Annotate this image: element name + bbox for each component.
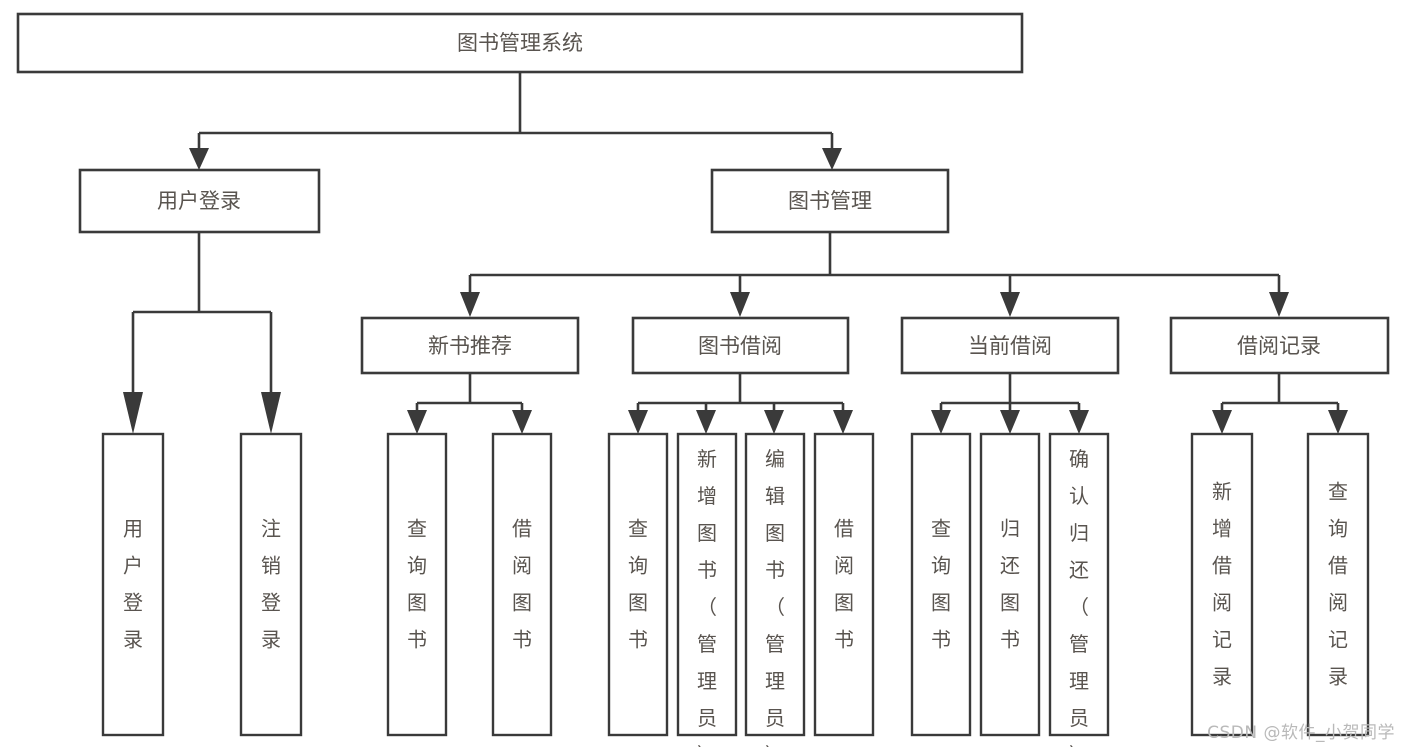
node-user-login[interactable]: 用户登录 [78,168,321,234]
node-book-management[interactable]: 图书管理 [710,168,950,234]
node-new-book-recommend-box [360,316,580,375]
node-leaf-borrow-book-2-label: 借阅图书 [834,516,854,651]
node-leaf-user-login[interactable]: 用户登录 [101,432,165,737]
node-leaf-edit-book-label: 编辑图书（管理员） [765,447,785,747]
node-leaf-query-record-box [1306,432,1370,737]
node-leaf-add-book[interactable]: 新增图书（管理员） [676,432,738,747]
node-leaf-borrow-book-1-box [491,432,553,737]
arrow-head-icon [833,410,853,434]
node-new-book-recommend-label: 新书推荐 [428,334,512,358]
node-leaf-add-book-box [676,432,738,737]
node-leaf-query-book-2-label: 查询图书 [628,516,648,651]
connector-group-bookborrow-to-leaves [628,373,853,434]
arrow-head-icon [123,392,143,434]
node-leaf-query-book-2[interactable]: 查询图书 [607,432,669,737]
node-leaf-add-record-box [1190,432,1254,737]
node-current-borrow[interactable]: 当前借阅 [900,316,1120,375]
node-leaf-return-book[interactable]: 归还图书 [979,432,1041,737]
connector-group-root-to-level1 [189,72,842,170]
connector-group-newbook-to-leaves [407,373,532,434]
node-new-book-recommend[interactable]: 新书推荐 [360,316,580,375]
arrow-head-icon [764,410,784,434]
node-root-box [16,12,1024,74]
arrow-head-icon [1269,292,1289,317]
node-root-system[interactable]: 图书管理系统 [16,12,1024,74]
node-borrow-record-label: 借阅记录 [1237,334,1321,358]
node-leaf-borrow-book-2[interactable]: 借阅图书 [813,432,875,737]
connector-group-bookmgmt-to-level2 [460,232,1289,317]
node-leaf-query-book-1[interactable]: 查询图书 [386,432,448,737]
node-leaf-confirm-return-box [1048,432,1110,737]
node-leaf-query-book-3-label: 查询图书 [931,516,951,651]
arrow-head-icon [261,392,281,434]
arrow-head-icon [460,292,480,317]
arrow-head-icon [628,410,648,434]
node-leaf-query-book-1-box [386,432,448,737]
node-leaf-logout-login-label: 注销登录 [261,516,281,651]
node-borrow-record-box [1169,316,1390,375]
node-leaf-user-login-label: 用户登录 [123,516,143,651]
node-leaf-confirm-return-label: 确认归还（管理员） [1069,447,1089,747]
node-book-borrow[interactable]: 图书借阅 [631,316,850,375]
node-book-borrow-label: 图书借阅 [698,334,782,358]
arrow-head-icon [512,410,532,434]
node-root-label: 图书管理系统 [457,31,583,55]
arrow-head-icon [931,410,951,434]
node-leaf-add-record[interactable]: 新增借阅记录 [1190,432,1254,737]
node-leaf-query-book-2-box [607,432,669,737]
node-borrow-record[interactable]: 借阅记录 [1169,316,1390,375]
node-current-borrow-box [900,316,1120,375]
node-leaf-query-book-3[interactable]: 查询图书 [910,432,972,737]
node-leaf-user-login-box [101,432,165,737]
arrow-head-icon [1000,292,1020,317]
arrow-head-icon [696,410,716,434]
node-leaf-borrow-book-2-box [813,432,875,737]
connector-group-currentborrow-to-leaves [931,373,1089,434]
arrow-head-icon [1212,410,1232,434]
node-current-borrow-label: 当前借阅 [968,334,1052,358]
node-user-login-label: 用户登录 [157,189,241,213]
node-leaf-query-record-label: 查询借阅记录 [1328,479,1348,688]
node-leaf-add-book-label: 新增图书（管理员） [697,447,717,747]
arrow-head-icon [1000,410,1020,434]
arrow-head-icon [407,410,427,434]
node-leaf-add-record-label: 新增借阅记录 [1212,479,1232,688]
arrow-head-icon [730,292,750,317]
arrow-head-icon [189,148,209,170]
node-leaf-return-book-box [979,432,1041,737]
node-book-management-box [710,168,950,234]
arrow-head-icon [1328,410,1348,434]
arrow-head-icon [1069,410,1089,434]
node-book-management-label: 图书管理 [788,189,872,213]
node-leaf-query-book-3-box [910,432,972,737]
node-leaf-confirm-return[interactable]: 确认归还（管理员） [1048,432,1110,747]
node-leaf-edit-book[interactable]: 编辑图书（管理员） [744,432,806,747]
node-leaf-query-record[interactable]: 查询借阅记录 [1306,432,1370,737]
arrow-head-icon [822,148,842,170]
connector-group-borrowrecord-to-leaves [1212,373,1348,434]
node-leaf-logout-login-box [239,432,303,737]
node-leaf-return-book-label: 归还图书 [1000,516,1020,651]
node-leaf-edit-book-box [744,432,806,737]
node-book-borrow-box [631,316,850,375]
node-leaf-borrow-book-1[interactable]: 借阅图书 [491,432,553,737]
node-user-login-box [78,168,321,234]
node-leaf-logout-login[interactable]: 注销登录 [239,432,303,737]
node-leaf-borrow-book-1-label: 借阅图书 [512,516,532,651]
node-leaf-query-book-1-label: 查询图书 [407,516,427,651]
connector-group-userlogin-to-leaves [123,232,281,434]
